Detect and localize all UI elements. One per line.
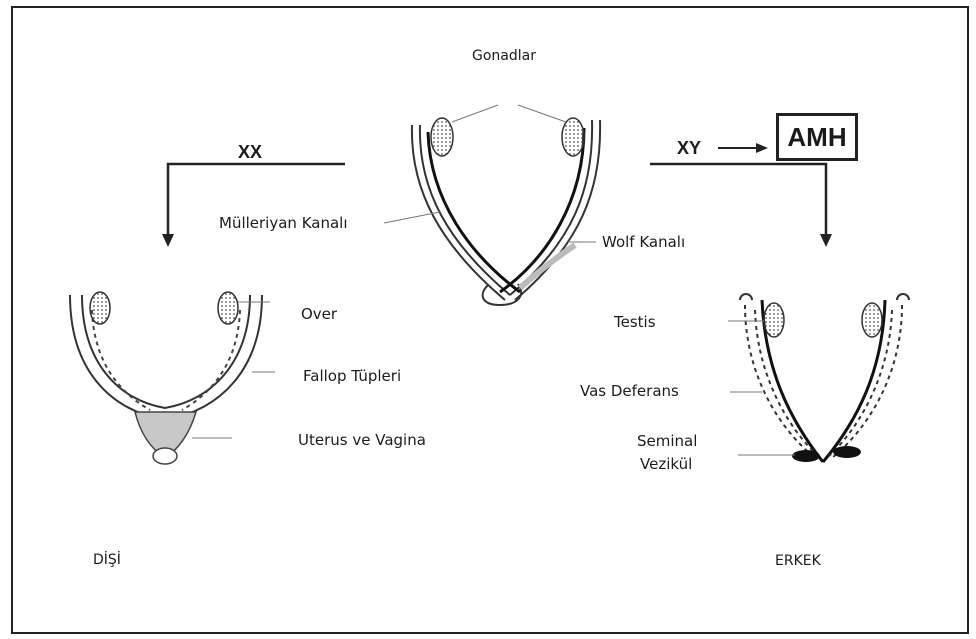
testis-left — [764, 303, 784, 337]
seminal-vesicle-right — [833, 446, 861, 458]
testis-right — [862, 303, 882, 337]
amh-box: AMH — [776, 113, 858, 161]
uterus-vagina-label: Uterus ve Vagina — [298, 431, 426, 449]
xy-label: XY — [677, 138, 701, 159]
mullerian-duct-label: Mülleriyan Kanalı — [219, 214, 348, 232]
male-reproductive-tract — [728, 294, 909, 462]
ovary-left — [90, 292, 110, 324]
gonad-left — [431, 118, 453, 156]
xx-label: XX — [238, 142, 262, 163]
seminal-vesicle-label-line2: Vezikül — [640, 455, 692, 473]
vas-deferens-label: Vas Deferans — [580, 382, 679, 400]
fallopian-tubes-label: Fallop Tüpleri — [303, 367, 401, 385]
indifferent-duct-system — [384, 105, 600, 305]
xx-arrow — [162, 164, 345, 247]
seminal-vesicle-label-line1: Seminal — [637, 432, 697, 450]
wolffian-duct-label: Wolf Kanalı — [602, 233, 685, 251]
testis-label: Testis — [614, 313, 656, 331]
ovary-label: Over — [301, 305, 337, 323]
male-label: ERKEK — [775, 553, 821, 569]
seminal-vesicle-left — [792, 450, 820, 462]
gonads-label: Gonadlar — [472, 48, 536, 64]
ovary-right — [218, 292, 238, 324]
female-label: DİŞİ — [93, 552, 121, 568]
gonad-right — [562, 118, 584, 156]
female-reproductive-tract — [70, 292, 275, 464]
